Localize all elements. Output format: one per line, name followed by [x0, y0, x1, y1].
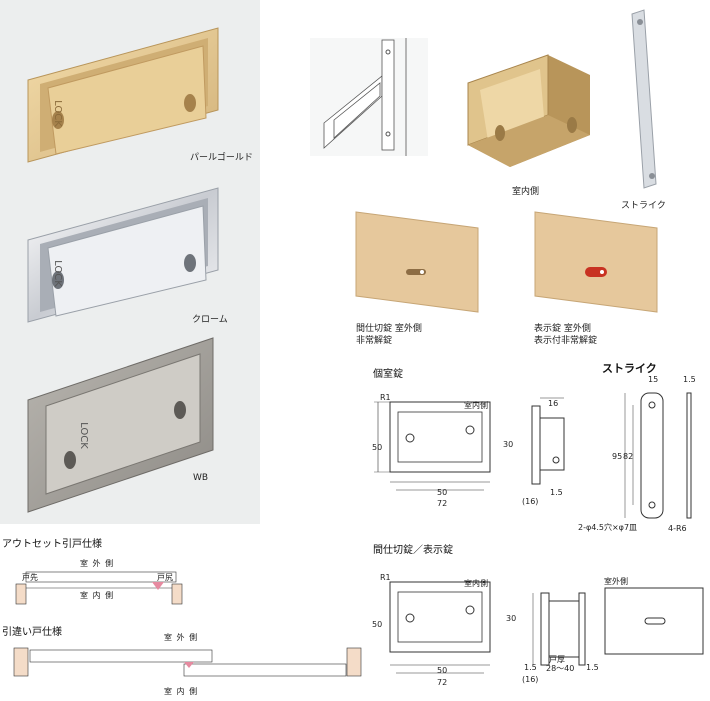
private-indoor-label: 室内側 — [464, 401, 488, 410]
private-dim-16p: (16) — [522, 497, 539, 506]
private-lock-side-drawing — [531, 397, 565, 485]
private-dim-30: 30 — [503, 440, 514, 449]
partition-dim-1-5-a: 1.5 — [524, 663, 537, 672]
private-lock-front-drawing — [374, 401, 491, 491]
strike-dim-95: 95 — [612, 452, 623, 461]
outset-inside-label: 室 内 側 — [80, 591, 115, 600]
indoor-side-label: 室内側 — [512, 187, 540, 197]
pearl-gold-photo — [27, 27, 219, 163]
wb-photo — [27, 337, 214, 513]
indicator-label-2: 表示付非常解錠 — [534, 336, 598, 346]
partition-label-2: 非常解錠 — [356, 336, 393, 346]
chrome-photo — [27, 187, 219, 323]
sliding-outside-label: 室 外 側 — [164, 633, 199, 642]
strike-r6: 4-R6 — [668, 524, 687, 533]
pearl-gold-plate-text: LOCK — [51, 100, 63, 127]
indicator-plate-photo — [534, 211, 658, 313]
partition-outdoor-label: 室外側 — [604, 577, 628, 586]
strike-front-drawing — [624, 392, 692, 519]
door-sketch — [310, 38, 428, 156]
partition-dim-72: 72 — [437, 678, 448, 687]
strike-label: ストライク — [621, 201, 666, 211]
lock-body-photo — [467, 54, 590, 167]
sliding-inside-label: 室 内 側 — [164, 687, 199, 696]
partition-side-drawing — [532, 592, 586, 666]
door-front-label: 戸先 — [22, 573, 38, 582]
private-dim-1-5: 1.5 — [550, 488, 563, 497]
partition-door-thickness: 28〜40 — [546, 664, 575, 673]
strike-drawing-title: ストライク — [602, 362, 657, 375]
private-dim-50-vert: 50 — [372, 443, 383, 452]
chrome-label: クローム — [192, 315, 228, 325]
partition-label-1: 間仕切錠 室外側 — [356, 324, 422, 334]
partition-drawing-title: 間仕切錠／表示錠 — [373, 545, 453, 556]
partition-dim-30: 30 — [506, 614, 517, 623]
partition-dim-50: 50 — [437, 666, 448, 675]
sliding-diagram — [13, 647, 362, 677]
partition-front-drawing — [389, 581, 491, 674]
strike-dim-1-5: 1.5 — [683, 375, 696, 384]
partition-plate-photo — [355, 211, 479, 313]
partition-outdoor-plate-drawing — [604, 587, 704, 655]
chrome-plate-text: LOCK — [51, 260, 63, 287]
partition-dim-1-5-b: 1.5 — [586, 663, 599, 672]
strike-photo — [631, 9, 657, 189]
outset-title: アウトセット引戸仕様 — [2, 539, 102, 550]
sliding-title: 引違い戸仕様 — [2, 627, 62, 638]
partition-dim-16p: (16) — [522, 675, 539, 684]
partition-r1: R1 — [380, 573, 391, 582]
outset-diagram — [15, 571, 183, 605]
private-dim-16: 16 — [548, 399, 559, 408]
pearl-gold-label: パールゴールド — [190, 153, 253, 163]
strike-dim-15: 15 — [648, 375, 659, 384]
partition-door-thickness-label: 戸厚 — [549, 655, 565, 664]
partition-dim-50-vert: 50 — [372, 620, 383, 629]
private-dim-50: 50 — [437, 488, 448, 497]
private-r1: R1 — [380, 393, 391, 402]
strike-holes: 2-φ4.5穴×φ7皿 — [578, 523, 638, 532]
private-lock-title: 個室錠 — [373, 369, 403, 380]
door-back-label: 戸尻 — [157, 573, 173, 582]
indicator-label-1: 表示錠 室外側 — [534, 324, 591, 334]
partition-indoor-label: 室内側 — [464, 579, 488, 588]
private-dim-72: 72 — [437, 499, 448, 508]
wb-plate-text: LOCK — [77, 422, 89, 449]
strike-dim-82: 82 — [623, 452, 634, 461]
wb-label: WB — [193, 473, 209, 483]
outset-outside-label: 室 外 側 — [80, 559, 115, 568]
